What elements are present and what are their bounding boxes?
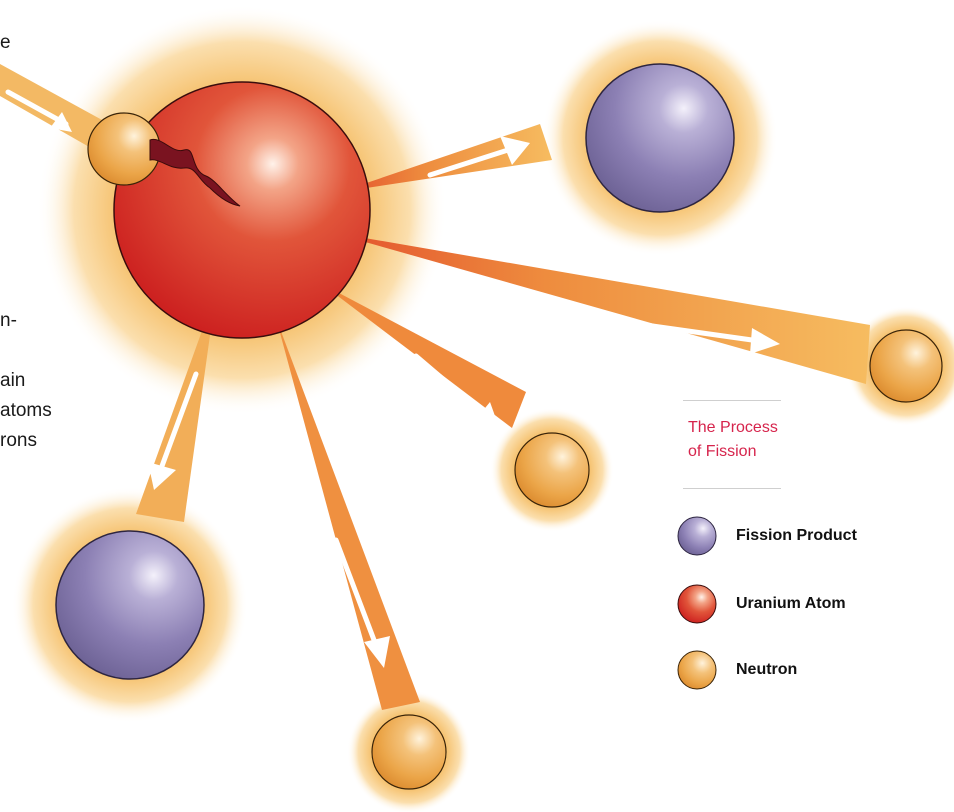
neutron-swatch-icon bbox=[677, 650, 717, 690]
legend-item-neutron: Neutron bbox=[677, 650, 797, 690]
fission-product-bottom bbox=[56, 531, 204, 679]
legend-title: The Process of Fission bbox=[688, 416, 778, 464]
caption-fragment-4: atoms bbox=[0, 396, 52, 426]
legend-rule-top bbox=[683, 400, 781, 401]
legend-label-fission-product: Fission Product bbox=[736, 527, 857, 545]
caption-fragment-3: ain bbox=[0, 366, 25, 396]
uranium-atom bbox=[114, 82, 370, 338]
legend-label-neutron: Neutron bbox=[736, 661, 797, 679]
fission-product-top bbox=[586, 64, 734, 212]
uranium-atom-swatch-icon bbox=[677, 584, 717, 624]
neutron-middle bbox=[515, 433, 589, 507]
fission-product-swatch-icon bbox=[677, 516, 717, 556]
caption-fragment-2: n- bbox=[0, 306, 17, 336]
caption-fragment-1: e bbox=[0, 28, 11, 58]
legend-title-line-1: The Process bbox=[688, 416, 778, 440]
legend-item-fission-product: Fission Product bbox=[677, 516, 857, 556]
caption-fragment-5: rons bbox=[0, 426, 37, 456]
legend-item-uranium-atom: Uranium Atom bbox=[677, 584, 846, 624]
legend-title-line-2: of Fission bbox=[688, 440, 778, 464]
legend-rule-bottom bbox=[683, 488, 781, 489]
neutron-right bbox=[870, 330, 942, 402]
legend-label-uranium-atom: Uranium Atom bbox=[736, 595, 846, 613]
neutron-bottom bbox=[372, 715, 446, 789]
